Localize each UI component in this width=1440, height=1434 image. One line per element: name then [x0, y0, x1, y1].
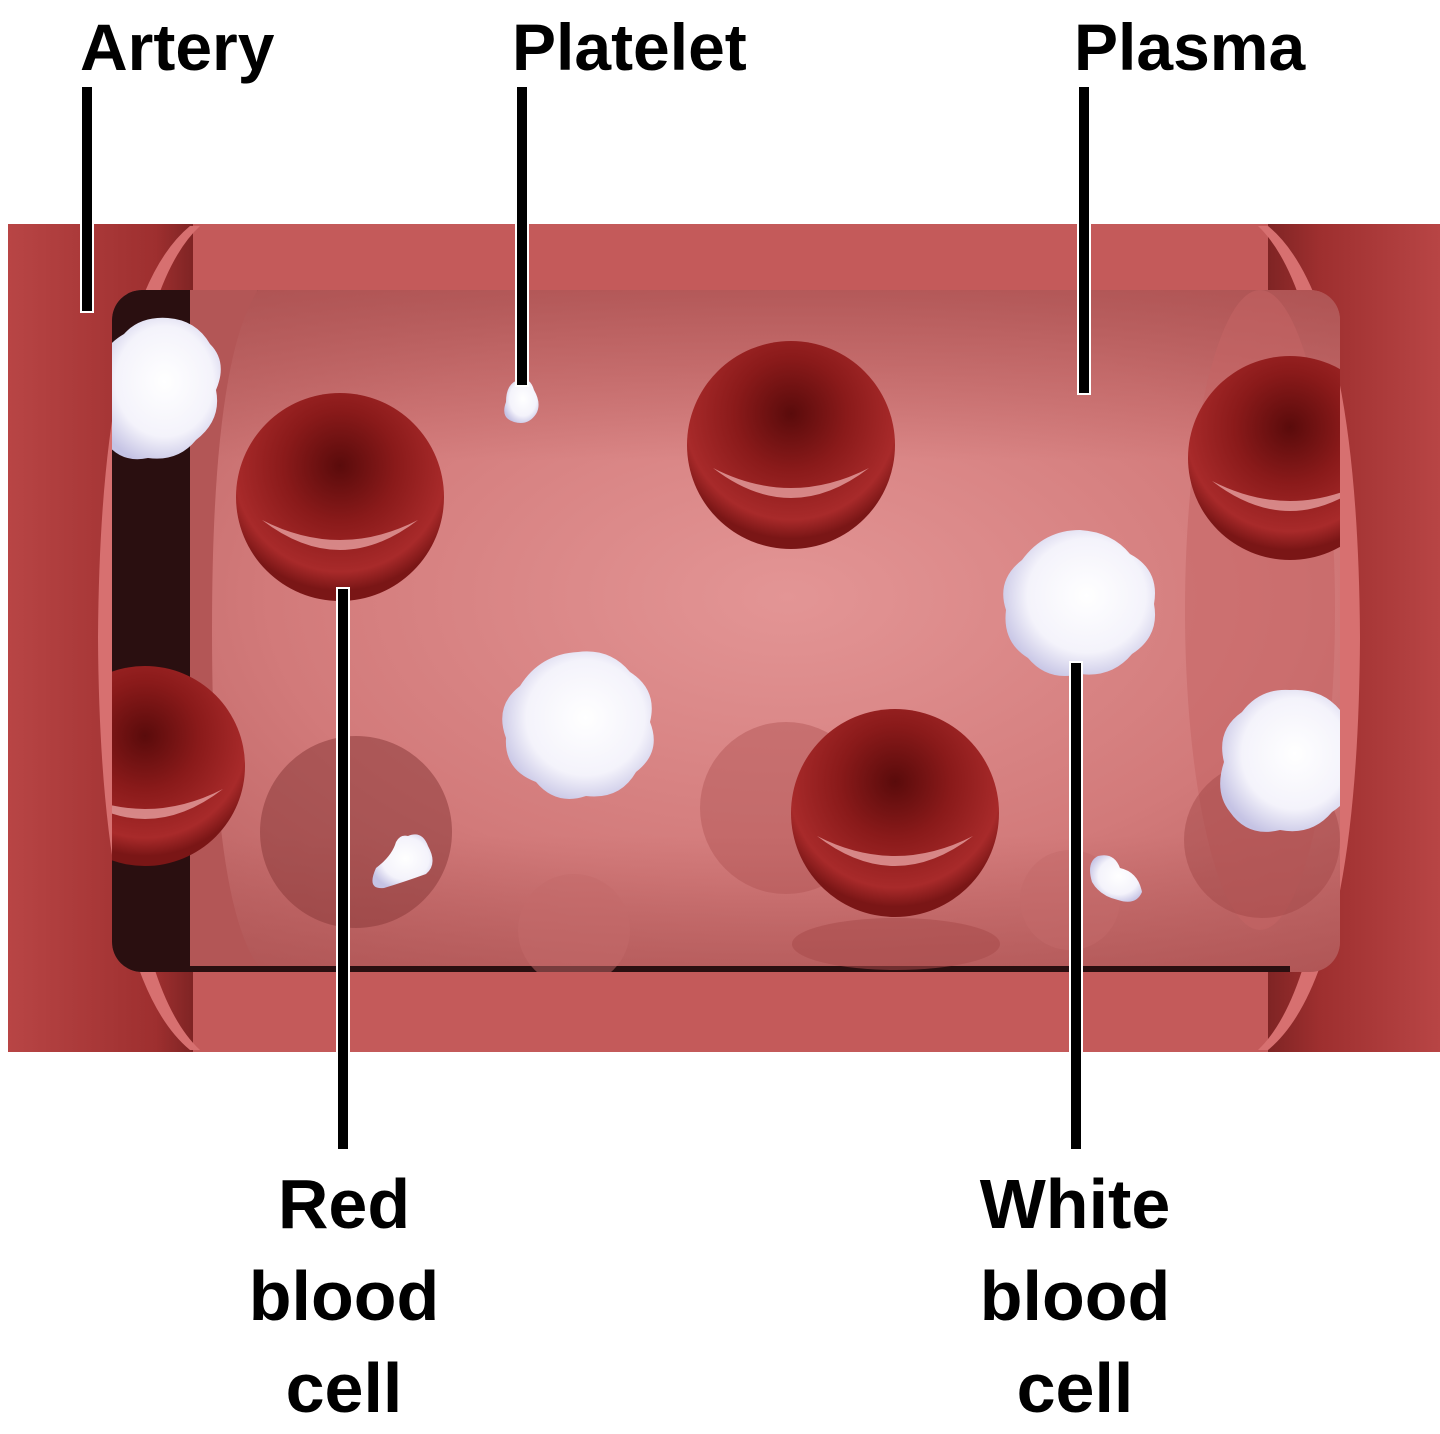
- red-blood-cell: [791, 709, 999, 917]
- red-blood-cell: [236, 393, 444, 601]
- red-blood-cell-label-line-3: cell: [214, 1342, 474, 1434]
- red-blood-cell-label-line-2: blood: [214, 1250, 474, 1342]
- plasma-label: Plasma: [1074, 14, 1305, 80]
- red-blood-cell-label-line-1: Red: [214, 1158, 474, 1250]
- white-blood-cell-label: White blood cell: [940, 1158, 1210, 1434]
- white-blood-cell-label-line-3: cell: [940, 1342, 1210, 1434]
- red-blood-cell: [687, 341, 895, 549]
- platelet-label: Platelet: [512, 14, 747, 80]
- red-blood-cell-label: Red blood cell: [214, 1158, 474, 1434]
- white-blood-cell-label-line-1: White: [940, 1158, 1210, 1250]
- artery-leader-line: [81, 86, 93, 312]
- white-blood-cell-leader-line: [1070, 662, 1082, 1150]
- white-blood-cell-label-line-2: blood: [940, 1250, 1210, 1342]
- red-blood-cell-leader-line: [337, 588, 349, 1150]
- artery-label: Artery: [80, 14, 274, 80]
- platelet-leader-line: [516, 86, 528, 386]
- plasma-leader-line: [1078, 86, 1090, 394]
